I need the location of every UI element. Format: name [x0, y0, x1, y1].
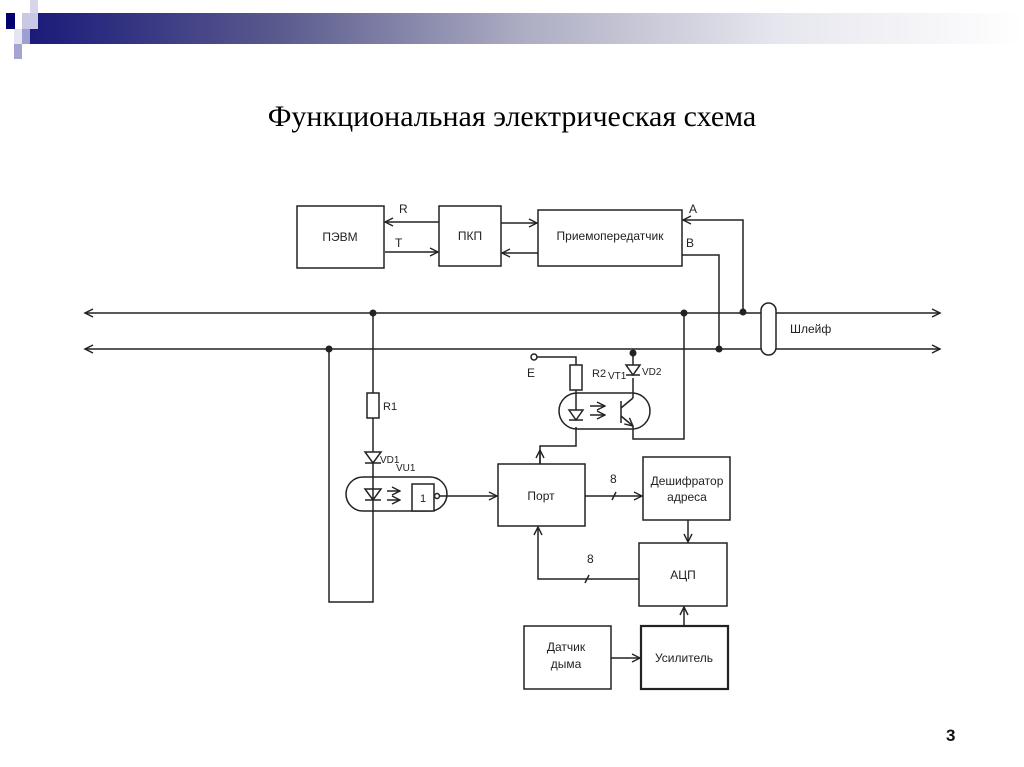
pc-block	[296, 205, 385, 269]
vd2-label: VD2	[642, 367, 662, 378]
vd1-diode	[363, 451, 383, 465]
a-label: A	[689, 202, 697, 216]
t-label: T	[395, 236, 403, 250]
vu1-label: VU1	[396, 463, 416, 474]
pc-label: ПЭВМ	[322, 230, 357, 244]
r2-label: R2	[592, 368, 606, 380]
r1-resistor	[366, 392, 380, 419]
port-label: Порт	[527, 489, 555, 503]
a-line	[683, 220, 744, 312]
vd1-label: VD1	[380, 455, 400, 466]
b-line	[682, 254, 720, 349]
header-gradient-bar	[30, 13, 1024, 44]
decoder-block	[642, 456, 731, 521]
header-square-light-1	[22, 13, 38, 29]
vd2-diode	[624, 364, 642, 377]
adc-label: АЦП	[670, 568, 696, 582]
loop-label: Шлейф	[790, 322, 831, 336]
transceiver-label: Приемопередатчик	[557, 229, 665, 243]
transceiver-block	[537, 209, 683, 267]
vu2-optocoupler	[558, 392, 651, 430]
slide-title: Функциональная электрическая схема	[267, 100, 757, 133]
header-square-mid	[22, 29, 30, 44]
gate-label: 1	[420, 493, 426, 505]
pkp-block	[438, 205, 502, 267]
page-number: 3	[946, 726, 956, 745]
e-label: E	[527, 366, 535, 380]
decoder-label-2: адреса	[667, 490, 707, 504]
bus-width-label-2: 8	[587, 552, 594, 566]
amplifier-label: Усилитель	[655, 651, 713, 665]
b-label: B	[686, 236, 694, 250]
decoder-label-1: Дешифратор	[651, 474, 724, 488]
r1-label: R1	[383, 401, 397, 413]
smoke-sensor-label-1: Датчик	[547, 640, 586, 654]
smoke-sensor-label-2: дыма	[551, 657, 582, 671]
logic-gate	[411, 483, 435, 512]
header-square-low	[14, 44, 22, 59]
bus-width-label-1: 8	[610, 472, 617, 486]
pkp-label: ПКП	[458, 229, 482, 243]
amplifier-block	[639, 624, 730, 691]
loop-coil	[760, 302, 777, 356]
header-square-light-2	[30, 0, 38, 13]
header-square-dark	[6, 13, 15, 29]
vt1-label: VT1	[608, 371, 627, 382]
r-label: R	[399, 202, 408, 216]
r2-resistor	[569, 364, 583, 391]
header-square-faint	[14, 29, 22, 44]
